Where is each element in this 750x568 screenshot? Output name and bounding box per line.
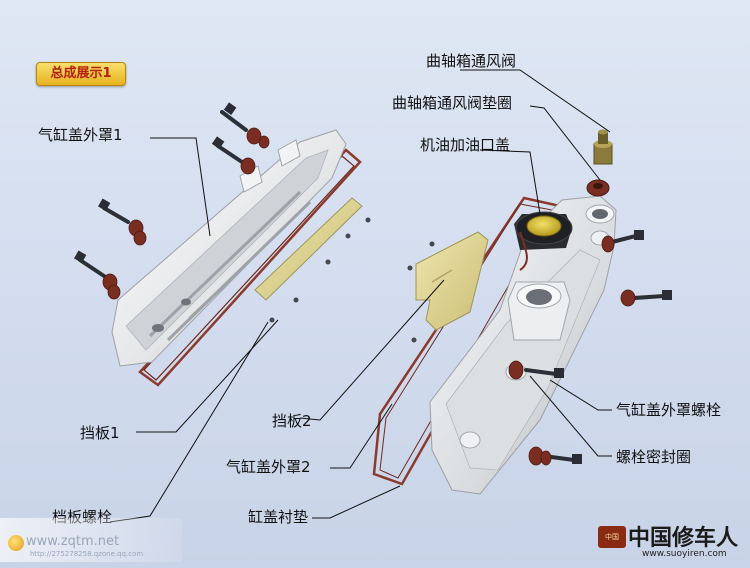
watermark-suoyiren: 中国 中国修车人 www.suoyiren.com xyxy=(598,520,746,564)
crankcase-valve-gasket xyxy=(587,180,609,196)
watermark-seal: 中国 xyxy=(598,526,626,548)
watermark-title: 中国修车人 xyxy=(628,520,738,552)
crankcase-valve xyxy=(594,130,612,165)
watermark-url: www.zqtm.net xyxy=(26,534,119,549)
label-oil-filler-cap: 机油加油口盖 xyxy=(420,136,510,154)
label-baffle-2: 挡板2 xyxy=(272,412,312,430)
label-cover-2: 气缸盖外罩2 xyxy=(226,458,311,476)
label-crankcase-valve: 曲轴箱通风阀 xyxy=(426,52,516,70)
assembly-badge: 总成展示1 xyxy=(36,62,126,86)
globe-icon xyxy=(8,535,24,551)
label-baffle-1: 挡板1 xyxy=(80,424,120,442)
label-cover-1: 气缸盖外罩1 xyxy=(38,126,123,144)
label-bolt-seal: 螺栓密封圈 xyxy=(616,448,691,466)
label-cover-bolt: 气缸盖外罩螺栓 xyxy=(616,401,721,419)
watermark-qzone: http://275278258.qzone.qq.com xyxy=(30,550,143,558)
baffle-2 xyxy=(416,232,488,330)
watermark-zqtm: www.zqtm.net http://275278258.qzone.qq.c… xyxy=(0,518,182,562)
label-head-gasket: 缸盖衬垫 xyxy=(248,508,308,526)
watermark-url-2: www.suoyiren.com xyxy=(642,549,727,559)
label-crankcase-valve-gasket: 曲轴箱通风阀垫圈 xyxy=(392,94,512,112)
